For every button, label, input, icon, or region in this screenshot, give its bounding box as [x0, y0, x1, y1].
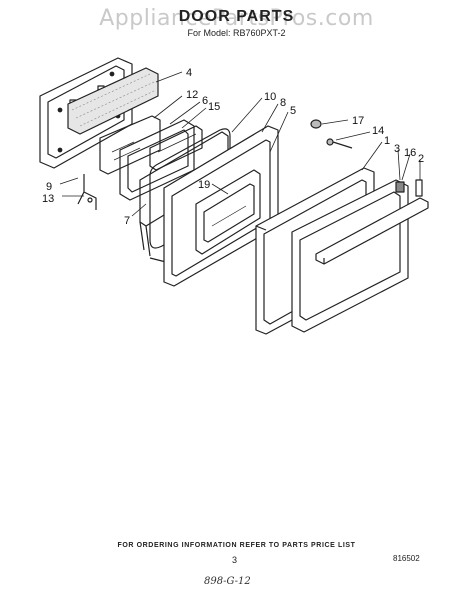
part-2-handle: [315, 197, 429, 265]
callout-13: 13: [42, 193, 54, 205]
model-label: For Model: RB760PXT-2: [187, 28, 286, 38]
callout-9: 9: [46, 181, 52, 193]
part-14-screw: [326, 138, 353, 149]
callout-16: 16: [404, 147, 416, 159]
part-19-window-frame: [195, 169, 261, 255]
part-4-insulation: [67, 67, 159, 135]
callout-15: 15: [208, 101, 220, 113]
callout-4: 4: [186, 67, 192, 79]
callout-6: 6: [202, 95, 208, 107]
callout-10: 10: [264, 91, 276, 103]
part-13-hinge: [77, 174, 97, 210]
part-15-bracket: [149, 125, 203, 171]
watermark: AppliancePartsPros.com: [99, 6, 374, 31]
callout-3: 3: [394, 143, 400, 155]
part-3-cap: [415, 179, 423, 197]
callout-5: 5: [290, 105, 296, 117]
callout-12: 12: [186, 89, 198, 101]
part-1-outer-panel: [291, 179, 409, 333]
page-title: DOOR PARTS: [178, 8, 295, 25]
ordering-note: FOR ORDERING INFORMATION REFER TO PARTS …: [117, 542, 356, 549]
callout-7: 7: [124, 215, 130, 227]
part-16-screw: [395, 181, 405, 193]
callout-2: 2: [418, 153, 424, 165]
callout-8: 8: [280, 97, 286, 109]
page-number: 3: [232, 555, 238, 565]
part-17-bumper: [310, 119, 322, 129]
callout-14: 14: [372, 125, 384, 137]
callout-17: 17: [352, 115, 364, 127]
callout-19: 19: [198, 179, 210, 191]
callout-1: 1: [384, 135, 390, 147]
document-number: 816502: [393, 554, 420, 563]
handwritten-note: 898-G-12: [204, 576, 251, 587]
part-12-glass: [99, 115, 161, 175]
